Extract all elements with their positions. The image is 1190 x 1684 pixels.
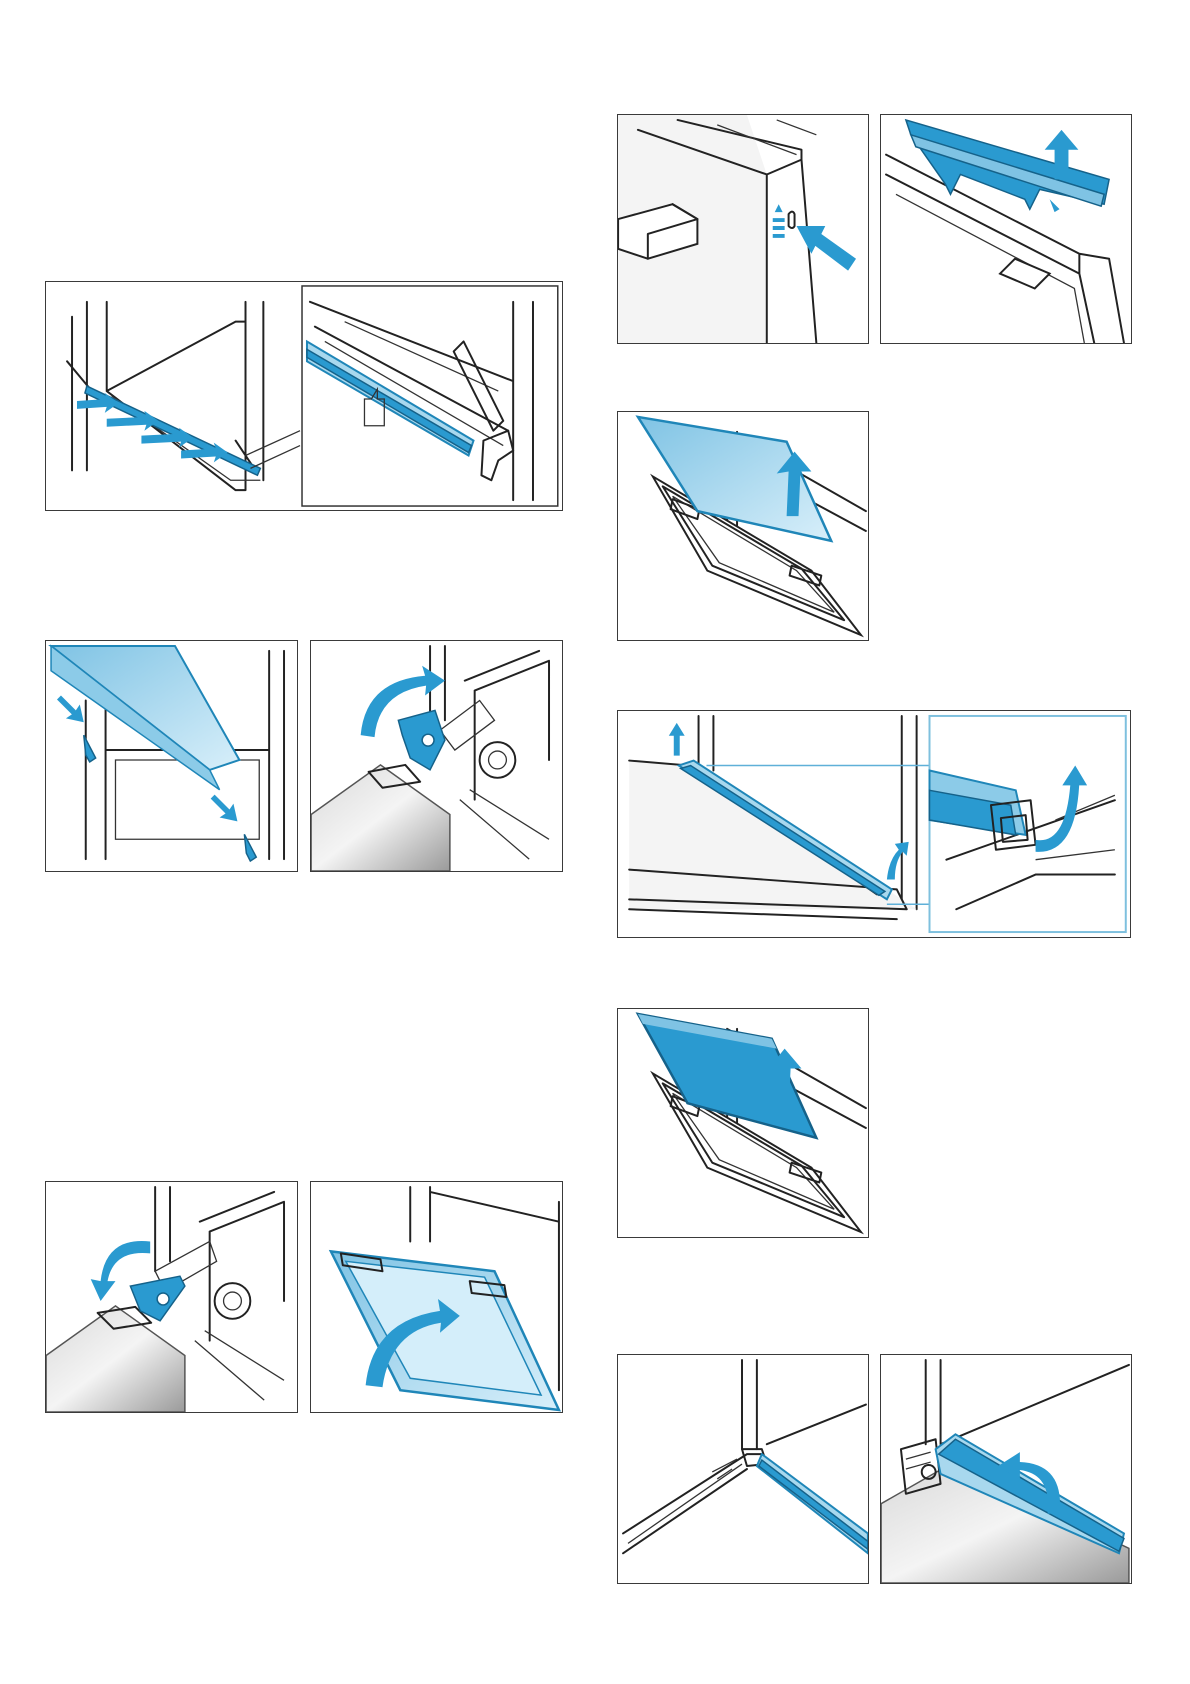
figure-pane-lift-1 [617,411,869,641]
figure-bottom-seal [617,1354,869,1584]
oven-seal-clip-icon [46,282,562,510]
cover-lift-icon [881,115,1131,343]
figure-cover-lift [880,114,1132,344]
figure-hinge-lever-down [45,1181,298,1413]
figure-bottom-seal-fold [880,1354,1132,1584]
figure-pane-lift-2 [617,1008,869,1238]
hinge-lever-up-icon [311,641,562,871]
gasket-clip-icon [618,711,1130,937]
figure-hinge-lever-up [310,640,563,872]
figure-gasket-clip [617,710,1131,938]
figure-seal-removal [45,281,563,511]
pane-lift-icon [618,1009,868,1237]
figure-cover-press [617,114,869,344]
figure-door-lower [45,640,298,872]
pane-lift-icon [618,412,868,640]
bottom-seal-fold-icon [881,1355,1131,1583]
bottom-seal-icon [618,1355,868,1583]
figure-door-close [310,1181,563,1413]
cover-press-icon [618,115,868,343]
door-close-icon [311,1182,562,1412]
door-lower-icon [46,641,297,871]
hinge-lever-down-icon [46,1182,297,1412]
